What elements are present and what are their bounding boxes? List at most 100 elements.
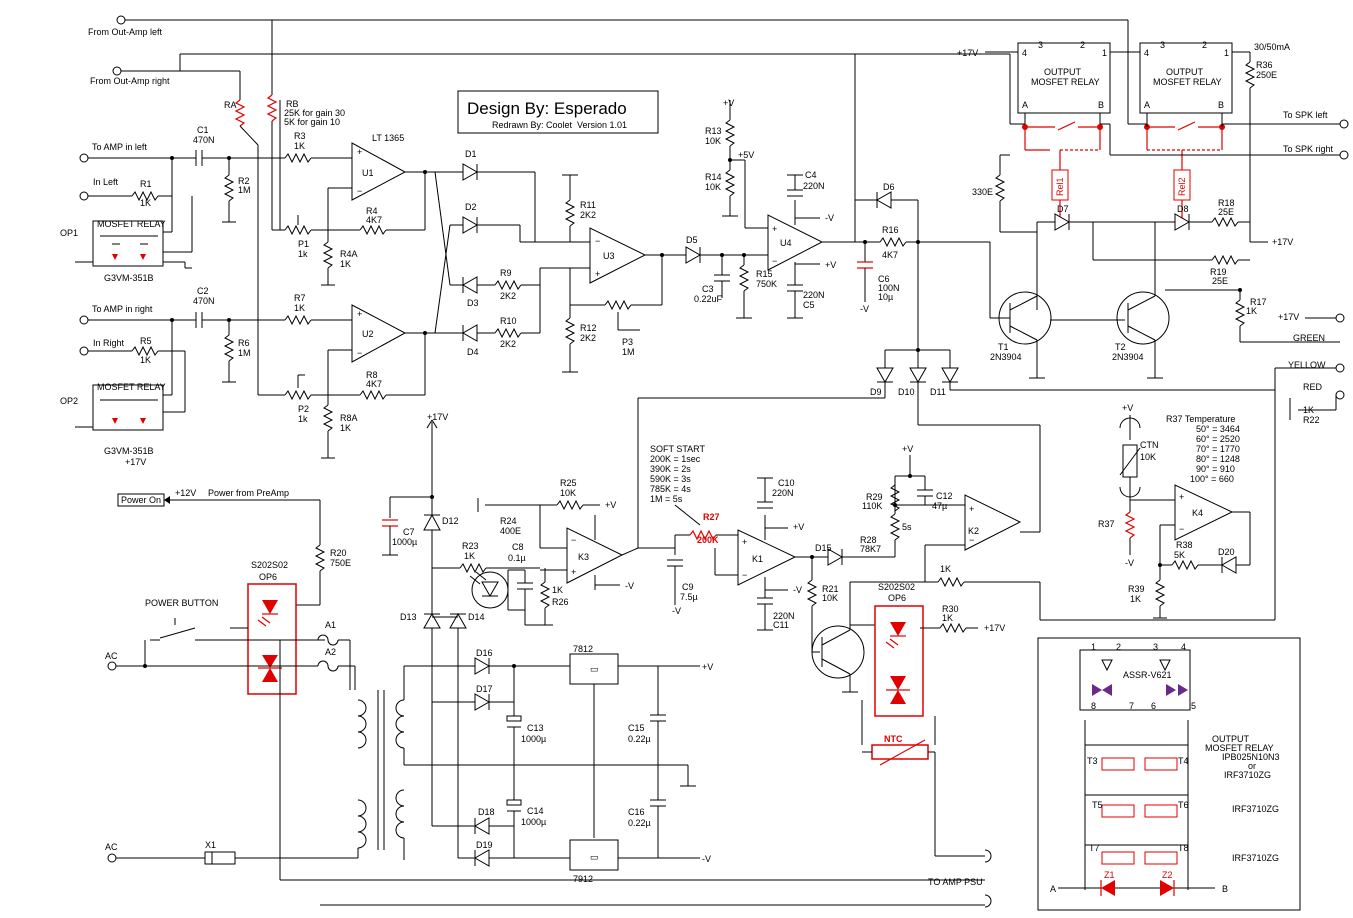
svg-text:1K: 1K [552,585,563,595]
svg-text:+: + [772,224,777,234]
svg-text:B: B [1098,100,1104,110]
svg-text:1K: 1K [1246,306,1257,316]
k3-section: +17V C7 1000µ D12 R24 400E R25 10K +V − … [382,412,639,626]
svg-text:R8: R8 [366,370,378,380]
svg-text:R14: R14 [705,172,722,182]
svg-text:D1: D1 [465,149,477,159]
svg-text:A2: A2 [325,647,336,657]
svg-text:C16: C16 [628,807,645,817]
svg-text:K1: K1 [752,554,763,564]
svg-text:R20: R20 [330,548,347,558]
svg-text:P2: P2 [298,404,309,414]
svg-text:S202S02: S202S02 [251,560,288,570]
svg-text:2K2: 2K2 [580,210,596,220]
svg-text:R6: R6 [238,338,250,348]
svg-text:C3: C3 [702,284,714,294]
svg-text:−: − [571,535,576,545]
svg-text:MOSFET RELAY: MOSFET RELAY [97,382,166,392]
svg-text:R8A: R8A [340,413,358,423]
svg-text:4K7: 4K7 [366,215,382,225]
svg-text:5K for gain 10: 5K for gain 10 [284,117,340,127]
svg-text:R2: R2 [238,176,250,186]
svg-text:R38: R38 [1176,540,1193,550]
svg-text:R25: R25 [560,478,577,488]
svg-text:Z1: Z1 [1104,870,1115,880]
svg-text:4: 4 [1022,48,1027,58]
svg-text:80° = 1248: 80° = 1248 [1196,454,1240,464]
svg-text:R37: R37 [1098,519,1115,529]
svg-text:10K: 10K [705,136,721,146]
svg-text:R3: R3 [294,131,306,141]
svg-text:D11: D11 [930,387,946,397]
svg-text:2: 2 [1116,642,1121,652]
svg-text:To AMP in right: To AMP in right [92,304,153,314]
svg-text:T2: T2 [1115,342,1126,352]
svg-text:1k: 1k [298,249,308,259]
svg-text:25E: 25E [1218,207,1234,217]
svg-text:-V: -V [702,854,711,864]
svg-text:IRF3710ZG: IRF3710ZG [1224,770,1271,780]
svg-text:390K = 2s: 390K = 2s [650,464,691,474]
svg-text:C5: C5 [803,300,815,310]
svg-text:+12V: +12V [175,488,196,498]
top-wiring: From Out-Amp left From Out-Amp right [88,15,1128,220]
svg-text:1K: 1K [1130,594,1141,604]
svg-text:R9: R9 [500,268,512,278]
svg-text:R7: R7 [294,293,306,303]
svg-text:220N: 220N [803,181,825,191]
power-button-label: POWER BUTTON [145,598,218,608]
svg-text:C2: C2 [197,286,209,296]
svg-text:T7: T7 [1089,843,1100,853]
svg-text:R30: R30 [942,604,959,614]
svg-text:-V: -V [625,581,634,591]
svg-text:D18: D18 [478,807,495,817]
svg-text:100° = 660: 100° = 660 [1190,474,1234,484]
svg-text:-V: -V [672,606,681,616]
svg-text:D19: D19 [476,840,493,850]
svg-text:+: + [742,537,747,547]
svg-text:R36: R36 [1256,60,1273,70]
svg-text:1000µ: 1000µ [521,817,546,827]
svg-text:1: 1 [1102,48,1107,58]
svg-text:1K: 1K [294,303,305,313]
title-version: Version 1.01 [577,120,627,130]
svg-text:−: − [357,348,362,358]
driver-section: S202S02 OP6 R30 1K +17V NTC [811,582,1005,856]
svg-text:220N: 220N [803,290,825,300]
svg-text:C8: C8 [512,542,524,552]
svg-text:D10: D10 [898,387,915,397]
svg-text:D8: D8 [1177,204,1189,214]
svg-text:4: 4 [1144,48,1149,58]
svg-text:1K: 1K [294,141,305,151]
svg-text:1M = 5s: 1M = 5s [650,494,683,504]
svg-text:2K2: 2K2 [500,291,516,301]
svg-text:R24: R24 [500,516,517,526]
svg-text:2N3904: 2N3904 [990,352,1022,362]
svg-text:A: A [1022,100,1028,110]
svg-text:−: − [772,256,777,266]
svg-text:OUTPUT: OUTPUT [1166,67,1204,77]
svg-text:+: + [357,147,362,157]
svg-text:750K: 750K [756,279,777,289]
svg-text:785K = 4s: 785K = 4s [650,484,691,494]
svg-text:+17V: +17V [1272,237,1293,247]
svg-text:MOSFET RELAY: MOSFET RELAY [97,219,166,229]
sense-diodes: D9 D10 D11 [637,348,1275,548]
svg-text:X1: X1 [205,840,216,850]
svg-text:1K: 1K [942,613,953,623]
svg-text:1K: 1K [140,355,151,365]
svg-text:78K7: 78K7 [860,544,881,554]
svg-text:+17V: +17V [984,623,1005,633]
svg-text:R13: R13 [705,126,722,136]
svg-text:1000µ: 1000µ [392,537,417,547]
svg-text:K4: K4 [1192,508,1203,518]
svg-text:50° = 3464: 50° = 3464 [1196,424,1240,434]
svg-text:P3: P3 [622,337,633,347]
svg-text:B: B [1222,884,1228,894]
svg-text:R11: R11 [580,200,596,210]
svg-text:5: 5 [1191,701,1196,711]
svg-text:1M: 1M [622,347,635,357]
svg-text:G3VM-351B: G3VM-351B [104,273,154,283]
title-main: Design By: Esperado [467,99,627,118]
svg-text:C9: C9 [682,582,694,592]
